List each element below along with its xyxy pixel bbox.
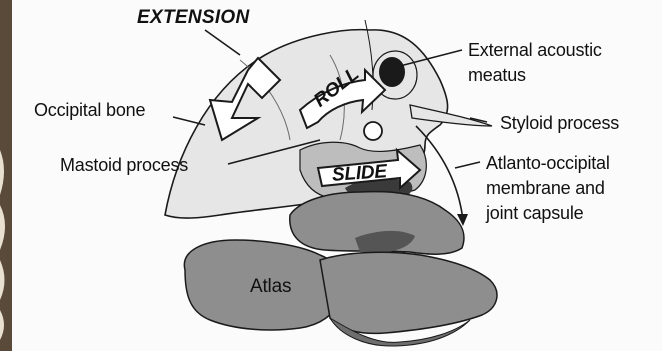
label-external-acoustic-line2: meatus xyxy=(468,64,526,86)
label-mastoid-process: Mastoid process xyxy=(60,154,188,176)
external-acoustic-meatus-hole xyxy=(379,57,405,87)
label-external-acoustic-line1: External acoustic xyxy=(468,39,602,61)
left-edge-photo-strip xyxy=(0,0,12,351)
label-styloid-process: Styloid process xyxy=(500,112,619,134)
label-atlas: Atlas xyxy=(250,276,291,298)
atlanto-leader xyxy=(455,162,480,168)
label-atlanto-occipital-line3: joint capsule xyxy=(486,202,583,224)
slide-label: SLIDE xyxy=(331,161,387,187)
extension-title: EXTENSION xyxy=(137,7,250,29)
extension-leader xyxy=(205,30,240,55)
label-atlanto-occipital-line1: Atlanto-occipital xyxy=(486,152,610,174)
rotation-axis-circle xyxy=(364,122,382,140)
atlas-vertebra xyxy=(184,192,497,346)
label-atlanto-occipital-line2: membrane and xyxy=(486,177,605,199)
atlas-lateral-mass xyxy=(320,252,497,333)
label-occipital-bone: Occipital bone xyxy=(34,99,145,121)
